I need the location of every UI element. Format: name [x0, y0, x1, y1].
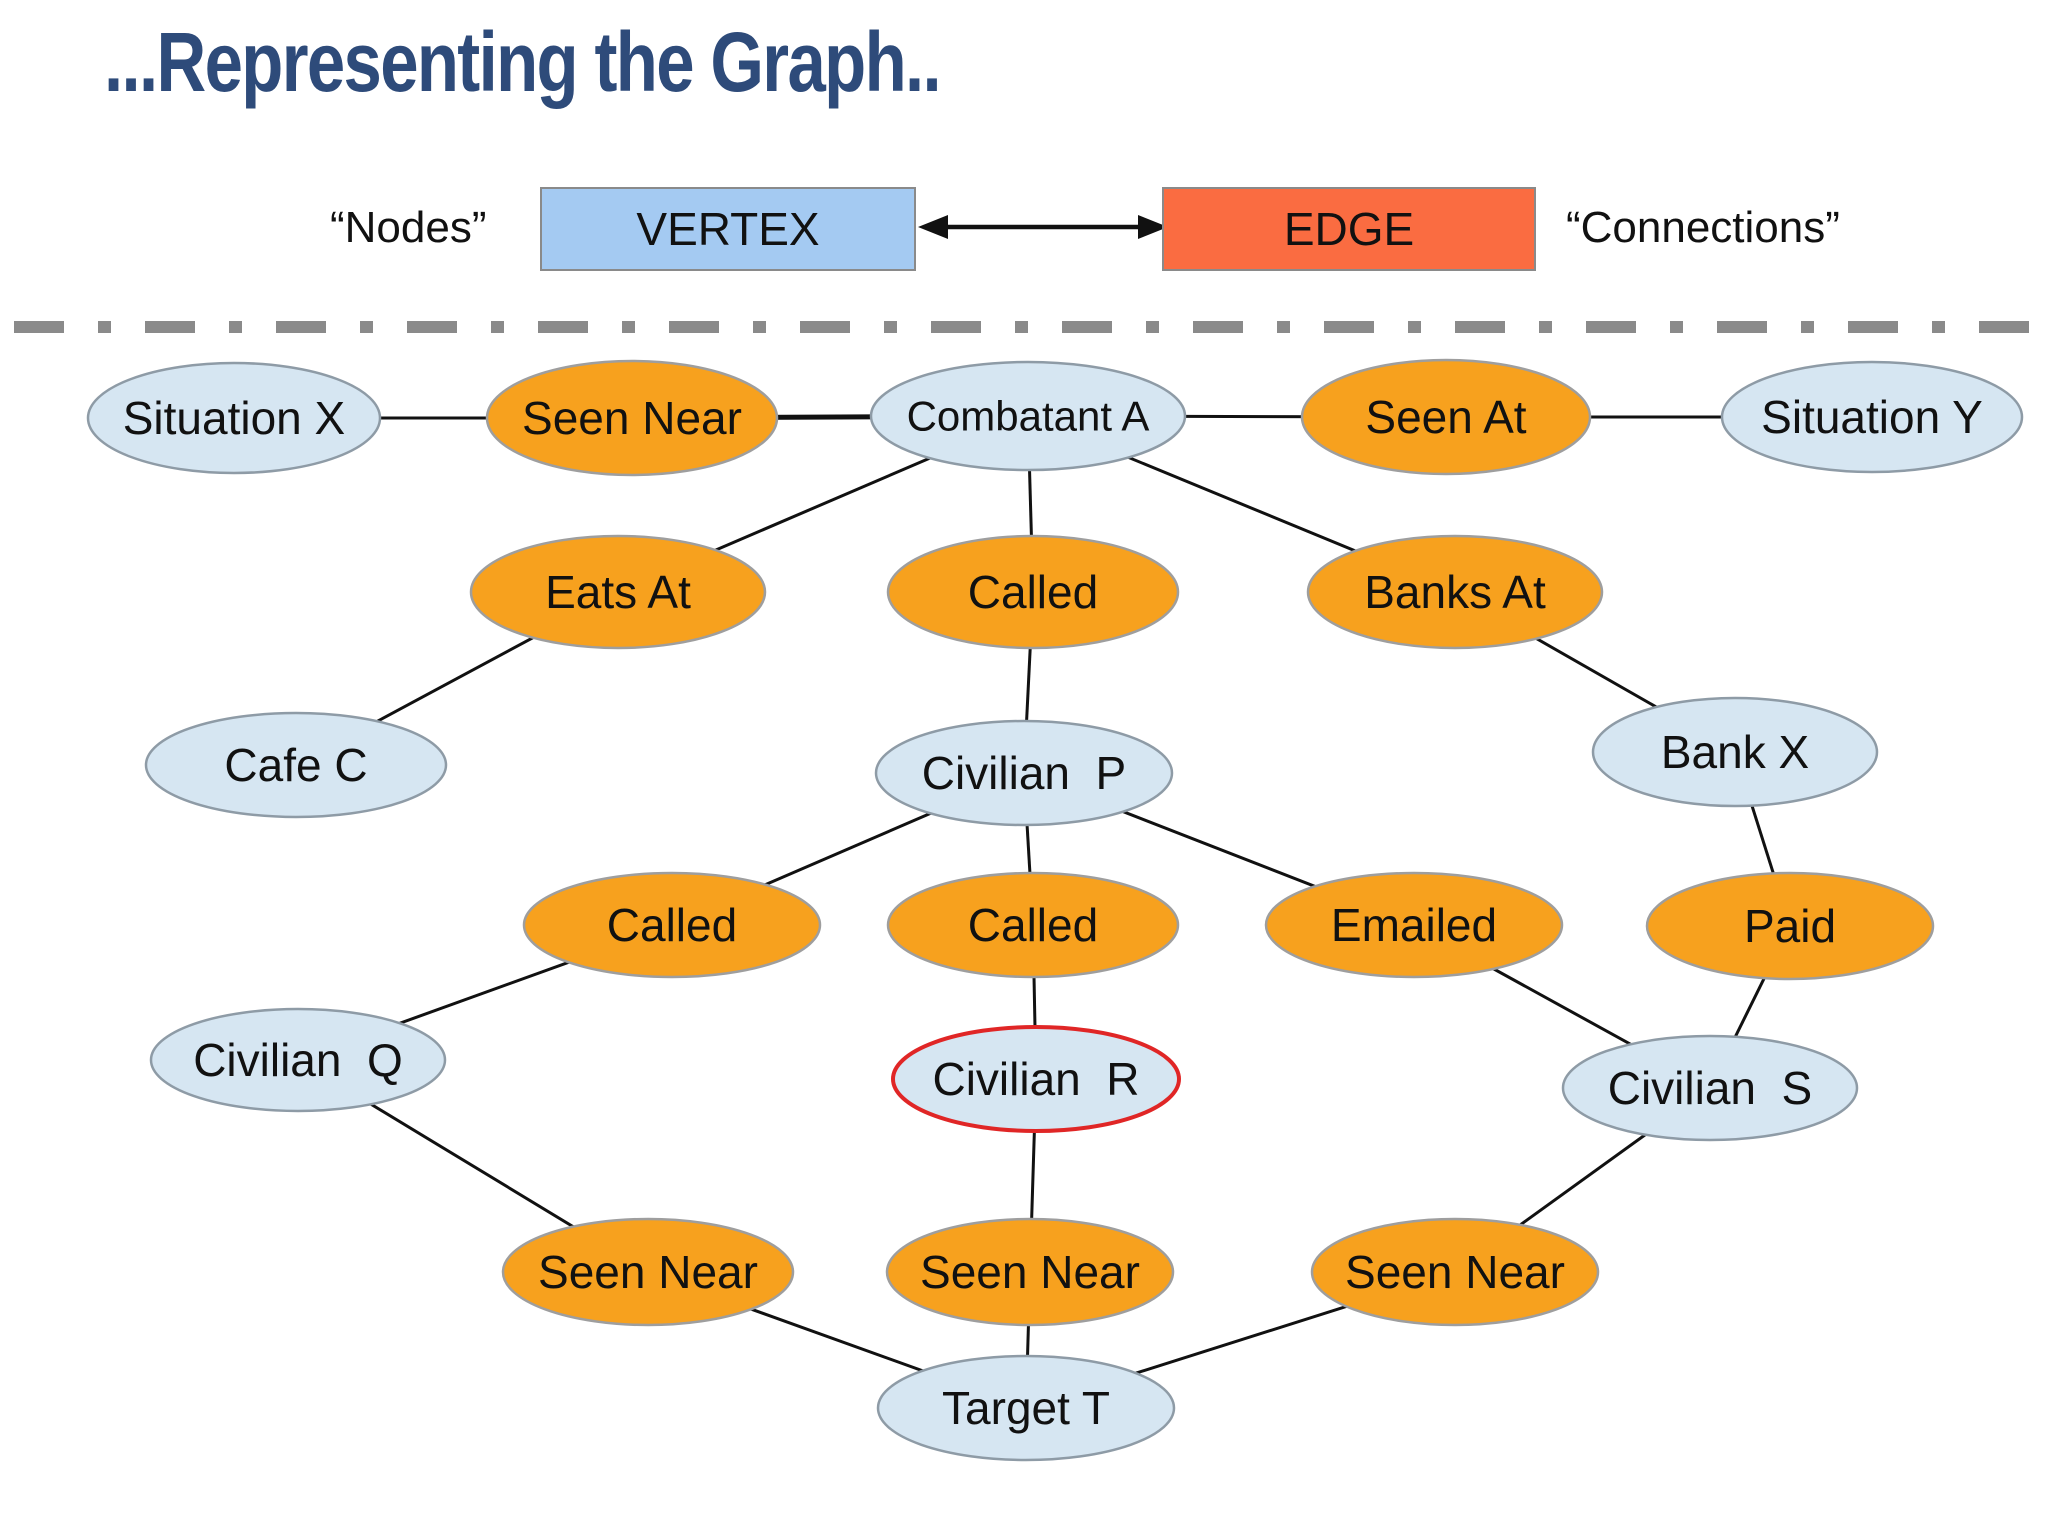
- vertex-civilian-q: Civilian Q: [149, 1007, 447, 1113]
- relation-emailed: Emailed: [1264, 871, 1564, 979]
- vertex-situation-y: Situation Y: [1720, 360, 2024, 474]
- relation-label: Called: [968, 566, 1098, 618]
- relation-called-q: Called: [522, 871, 822, 979]
- page-title: ...Representing the Graph..: [104, 15, 942, 109]
- vertex-label: Civilian R: [932, 1053, 1139, 1105]
- relation-shape: [885, 1217, 1175, 1327]
- relation-seen-near-s: Seen Near: [1310, 1217, 1600, 1327]
- relation-banks-at: Banks At: [1306, 534, 1604, 650]
- relation-label: Seen Near: [538, 1246, 758, 1298]
- relation-seen-near-r: Seen Near: [885, 1217, 1175, 1327]
- relation-seen-near-q: Seen Near: [501, 1217, 795, 1327]
- relation-label: Eats At: [545, 566, 691, 618]
- vertex-label: Civilian Q: [193, 1034, 403, 1086]
- vertex-shape: [869, 360, 1187, 472]
- relation-label: Called: [607, 899, 737, 951]
- vertex-shape: [876, 1354, 1176, 1462]
- vertex-label: Situation Y: [1761, 391, 1983, 443]
- relation-seen-near-top: Seen Near: [485, 359, 779, 477]
- relation-shape: [1264, 871, 1564, 979]
- relation-shape: [886, 534, 1180, 650]
- vertex-label: Bank X: [1661, 726, 1809, 778]
- relation-called-a: Called: [886, 534, 1180, 650]
- vertex-label: Cafe C: [224, 739, 367, 791]
- relation-label: Called: [968, 899, 1098, 951]
- double-arrow-icon: [918, 215, 1168, 239]
- vertex-legend-box: VERTEX: [540, 187, 916, 271]
- vertex-shape: [86, 361, 382, 475]
- relation-label: Seen Near: [522, 392, 742, 444]
- vertex-label: Civilian P: [922, 747, 1127, 799]
- relation-shape: [1300, 358, 1592, 476]
- relation-called-r: Called: [886, 871, 1180, 979]
- vertex-bank-x: Bank X: [1591, 696, 1879, 808]
- vertex-situation-x: Situation X: [86, 361, 382, 475]
- relation-shape: [485, 359, 779, 477]
- relation-label: Banks At: [1364, 566, 1546, 618]
- relation-shape: [501, 1217, 795, 1327]
- relation-shape: [522, 871, 822, 979]
- relation-seen-at: Seen At: [1300, 358, 1592, 476]
- vertex-shape: [1591, 696, 1879, 808]
- vertex-cafe-c: Cafe C: [144, 711, 448, 819]
- vertex-civilian-s: Civilian S: [1561, 1034, 1859, 1142]
- relation-label: Seen Near: [1345, 1246, 1565, 1298]
- connections-caption: “Connections”: [1566, 203, 1840, 252]
- relation-shape: [886, 871, 1180, 979]
- vertex-legend-label: VERTEX: [636, 203, 820, 255]
- relation-label: Seen At: [1365, 391, 1526, 443]
- relation-label: Paid: [1744, 900, 1836, 952]
- relation-shape: [1306, 534, 1604, 650]
- vertex-civilian-r-highlighted: Civilian R: [891, 1025, 1181, 1133]
- vertex-label: Combatant A: [907, 393, 1150, 440]
- vertex-combatant-a: Combatant A: [869, 360, 1187, 472]
- relation-shape: [1645, 871, 1935, 981]
- relation-label: Emailed: [1331, 899, 1497, 951]
- vertex-shape: [1720, 360, 2024, 474]
- vertex-shape: [1561, 1034, 1859, 1142]
- relation-label: Seen Near: [920, 1246, 1140, 1298]
- divider-line: [14, 321, 2034, 333]
- edge-legend-label: EDGE: [1283, 203, 1415, 255]
- nodes-caption: “Nodes”: [330, 203, 487, 252]
- vertex-label: Situation X: [123, 392, 345, 444]
- arrow-left-head: [918, 215, 948, 239]
- vertex-shape: [144, 711, 448, 819]
- relation-shape: [469, 534, 767, 650]
- relation-paid: Paid: [1645, 871, 1935, 981]
- arrow-right-head: [1138, 215, 1168, 239]
- vertex-civilian-p: Civilian P: [874, 719, 1174, 827]
- vertex-label: Target T: [942, 1382, 1110, 1434]
- vertex-target-t: Target T: [876, 1354, 1176, 1462]
- vertex-label: Civilian S: [1608, 1062, 1813, 1114]
- vertex-shape: [874, 719, 1174, 827]
- edge-legend-box: EDGE: [1162, 187, 1536, 271]
- vertex-shape-red-outline: [891, 1025, 1181, 1133]
- vertex-shape: [149, 1007, 447, 1113]
- relation-eats-at: Eats At: [469, 534, 767, 650]
- relation-shape: [1310, 1217, 1600, 1327]
